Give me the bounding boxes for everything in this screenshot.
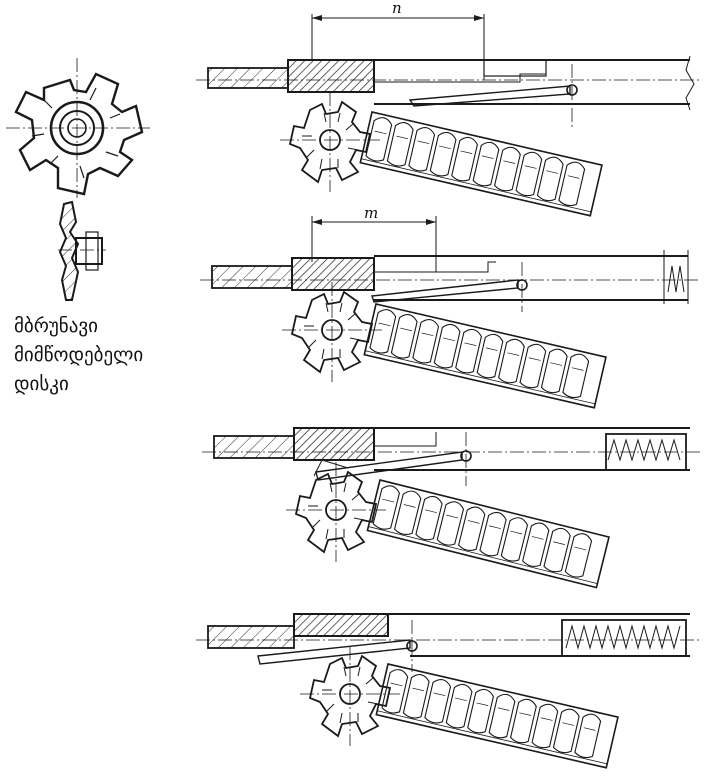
disc-front-view [6, 58, 150, 198]
disc-side-view [58, 200, 106, 301]
stage-4 [196, 613, 700, 768]
dimension-label-m: m [364, 204, 378, 222]
dimension-label-n: n [392, 0, 402, 17]
caption-line-3: დისკი [14, 373, 69, 395]
disc-caption: მბრუნავი მიმწოდებელი დისკი [14, 312, 204, 399]
stage-3 [202, 427, 700, 588]
stage-2: m [200, 204, 700, 408]
caption-line-1: მბრუნავი [14, 315, 98, 337]
stage-1: n [196, 0, 700, 216]
caption-line-2: მიმწოდებელი [14, 344, 144, 366]
